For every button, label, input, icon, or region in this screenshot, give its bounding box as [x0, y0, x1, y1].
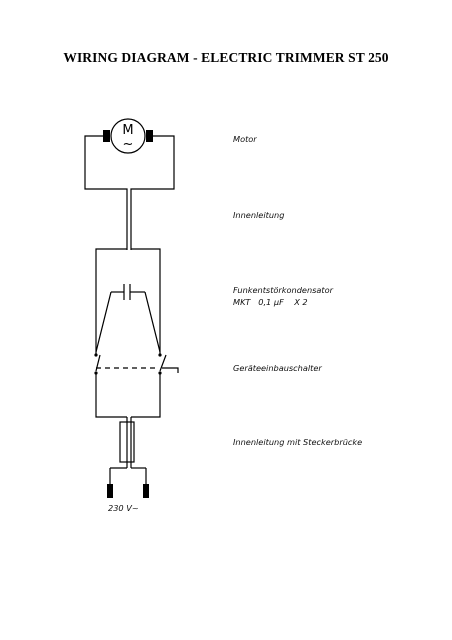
motor-ac-symbol: ~: [123, 137, 134, 152]
label-supply-voltage: 230 V~: [108, 503, 139, 513]
motor-symbol: M ~: [103, 118, 153, 154]
page-title: WIRING DIAGRAM - ELECTRIC TRIMMER ST 250: [63, 50, 389, 65]
label-motor: Motor: [233, 134, 257, 144]
label-switch: Geräteeinbauschalter: [233, 363, 322, 373]
label-capacitor-spec: MKT 0,1 µF X 2: [233, 297, 308, 307]
label-internal-lead: Innenleitung: [233, 210, 284, 220]
plug-lead-symbol: [107, 417, 149, 498]
label-capacitor-name: Funkentstörkondensator: [233, 285, 334, 295]
motor-m-symbol: M: [122, 123, 133, 138]
switch-symbol: [94, 353, 179, 375]
capacitor-symbol: [95, 284, 161, 353]
motor-leads: [84, 135, 175, 250]
label-internal-lead-plug: Innenleitung mit Steckerbrücke: [233, 437, 362, 447]
upper-circuit-frame: [95, 248, 161, 355]
lower-circuit-frame: [95, 373, 161, 418]
